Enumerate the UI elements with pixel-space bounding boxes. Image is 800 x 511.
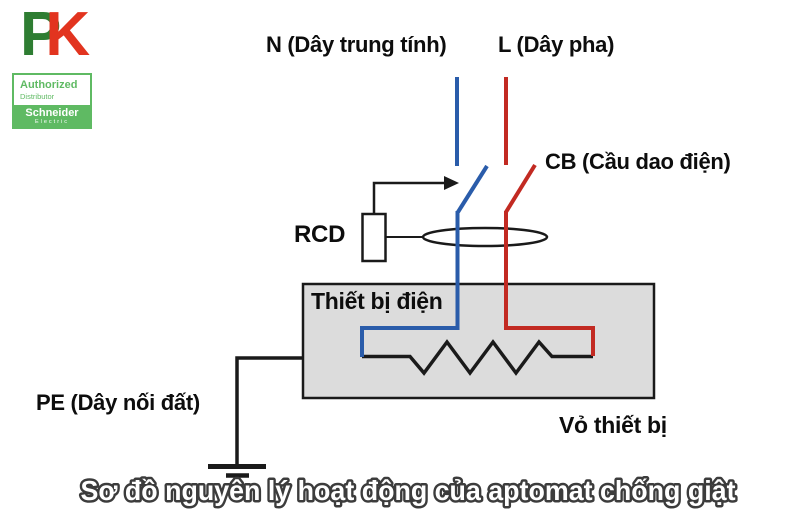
neutral-wire — [360, 77, 489, 357]
label-live-wire: L (Dây pha) — [498, 32, 615, 57]
trip-arrow-line — [372, 181, 444, 214]
label-neutral-wire: N (Dây trung tính) — [266, 32, 447, 57]
label-device: Thiết bị điện — [311, 288, 443, 314]
current-transformer-ellipse — [421, 226, 549, 248]
logo-letter-k: K — [45, 0, 90, 69]
schneider-logo: Schneider Electric — [14, 105, 90, 128]
rcd-box — [361, 212, 387, 263]
label-rcd: RCD — [294, 221, 346, 248]
earth-wire — [235, 356, 303, 464]
schneider-brand-sub: Electric — [34, 119, 70, 126]
neutral-wire-lower — [360, 211, 460, 357]
badge-distributor-text: Distributor — [20, 92, 55, 101]
schneider-brand-name: Schneider — [25, 107, 79, 119]
logo-letter-p: P — [20, 0, 61, 69]
resistor-symbol — [362, 339, 593, 376]
live-switch-blade — [504, 163, 537, 214]
trip-arrow-head-icon — [444, 176, 459, 190]
label-enclosure: Vỏ thiết bị — [559, 412, 667, 438]
live-wire-lower — [504, 211, 595, 356]
pk-logo: PK — [20, 4, 90, 66]
live-wire — [504, 77, 595, 356]
caption-title: Sơ đồ nguyên lý hoạt động của aptomat ch… — [81, 475, 736, 506]
label-circuit-breaker: CB (Cầu dao điện) — [545, 149, 731, 174]
badge-authorized-text: Authorized — [20, 79, 78, 91]
label-earth-wire: PE (Dây nối đất) — [36, 390, 200, 415]
ground-symbol — [208, 464, 266, 478]
authorized-distributor-badge: Authorized Distributor Schneider Electri… — [12, 73, 92, 130]
neutral-switch-blade — [456, 164, 489, 214]
